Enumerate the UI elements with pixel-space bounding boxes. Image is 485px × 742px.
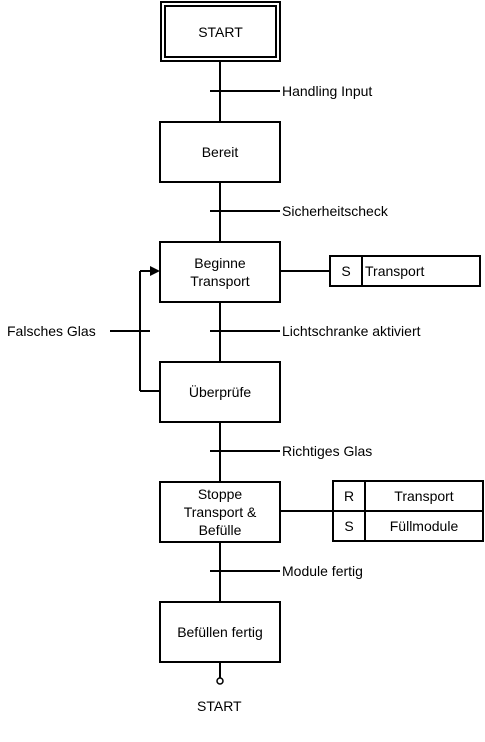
transition-label-falsches-glas: Falsches Glas (7, 323, 96, 339)
transition-label-lichtschranke: Lichtschranke aktiviert (282, 323, 421, 339)
action-row: R Transport (334, 482, 482, 510)
step-start[interactable]: START (160, 1, 281, 62)
action-qualifier: R (334, 482, 366, 510)
step-befuellen-fertig[interactable]: Befüllen fertig (159, 601, 281, 663)
transition-label-handling-input: Handling Input (282, 83, 373, 99)
action-qualifier: S (334, 512, 366, 540)
step-beginne-transport[interactable]: Beginne Transport (159, 241, 281, 303)
transition-label-sicherheitscheck: Sicherheitscheck (282, 203, 388, 219)
action-name: Transport (365, 263, 425, 279)
step-ueberpruefe[interactable]: Überprüfe (159, 361, 281, 423)
end-connector-circle (216, 677, 224, 685)
action-name: Füllmodule (389, 518, 459, 534)
action-qualifier: S (331, 257, 363, 285)
action-name: Transport (394, 488, 454, 504)
transition-label-richtiges-glas: Richtiges Glas (282, 443, 373, 459)
action-block-stoppe[interactable]: R Transport S Füllmodule (332, 480, 484, 542)
step-stoppe-transport[interactable]: Stoppe Transport & Befülle (159, 481, 281, 543)
arrow-head (150, 266, 160, 276)
transition-label-module-fertig: Module fertig (282, 563, 363, 579)
action-row: S Füllmodule (334, 510, 482, 540)
end-label-start: START (197, 698, 242, 714)
action-block-beginne[interactable]: S Transport (329, 255, 481, 287)
step-start-label: START (164, 5, 277, 58)
step-bereit[interactable]: Bereit (159, 121, 281, 183)
